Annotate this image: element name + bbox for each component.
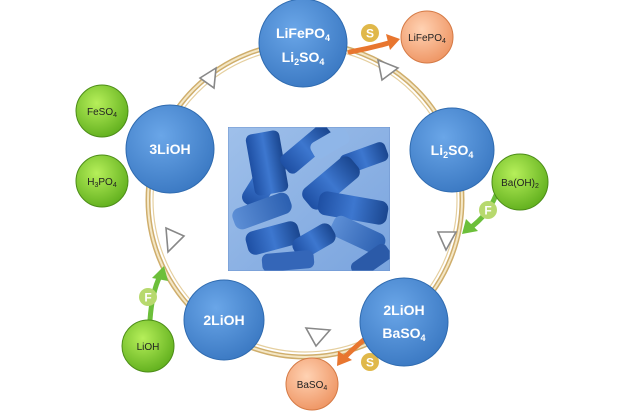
svg-text:2LiOH: 2LiOH: [383, 302, 424, 318]
svg-text:BaSO4: BaSO4: [297, 380, 328, 392]
cycle-arrowhead-icon: [198, 66, 217, 90]
arrow-to-baso4-head: [337, 351, 352, 366]
cycle-node-3lioh: 3LiOH: [125, 104, 215, 194]
arrow-to-lifepo4-head: [386, 34, 400, 50]
svg-text:H3PO4: H3PO4: [87, 177, 117, 189]
svg-text:Ba(OH)2: Ba(OH)2: [501, 178, 539, 190]
svg-text:3LiOH: 3LiOH: [149, 141, 190, 157]
svg-text:FeSO4: FeSO4: [87, 107, 117, 119]
product-node-baso4: BaSO4: [285, 357, 339, 411]
badge-f-right: F: [479, 201, 497, 219]
arrow-from-baoh2-head: [462, 219, 478, 234]
arrow-to-lifepo4: [347, 39, 395, 55]
cycle-node-lifepo4-li2so4: LiFePO4 Li2SO4: [258, 0, 348, 88]
svg-text:2LiOH: 2LiOH: [203, 312, 244, 328]
cycle-arrowheads: [165, 58, 458, 348]
cycle-arrowhead-icon: [436, 231, 458, 252]
svg-text:F: F: [144, 291, 151, 305]
cycle-node-li2so4: Li2SO4: [409, 107, 495, 193]
reagent-node-baoh2: Ba(OH)2: [491, 153, 549, 211]
reagent-node-h3po4: H3PO4: [75, 154, 129, 208]
svg-text:LiFePO4: LiFePO4: [276, 25, 330, 43]
svg-text:LiFePO4: LiFePO4: [408, 33, 446, 45]
svg-text:BaSO4: BaSO4: [382, 325, 425, 343]
badge-f-left: F: [139, 288, 157, 306]
crystal-micrograph: [228, 127, 390, 271]
svg-text:LiOH: LiOH: [137, 342, 160, 353]
arrow-from-lioh-head: [152, 266, 168, 281]
svg-text:S: S: [366, 356, 374, 370]
reagent-node-lioh: LiOH: [121, 319, 175, 373]
cycle-node-2lioh-baso4: 2LiOH BaSO4: [359, 277, 449, 367]
svg-text:Li2SO4: Li2SO4: [282, 49, 325, 67]
cycle-node-2lioh: 2LiOH: [183, 279, 265, 361]
cycle-arrowhead-icon: [165, 226, 186, 254]
cycle-arrowhead-icon: [304, 327, 332, 348]
cycle-arrowhead-icon: [376, 58, 400, 82]
svg-text:S: S: [366, 27, 374, 41]
badge-s-bottom: S: [361, 353, 379, 371]
product-node-lifepo4: LiFePO4: [400, 10, 454, 64]
svg-text:Li2SO4: Li2SO4: [431, 142, 474, 160]
svg-text:F: F: [484, 204, 491, 218]
badge-s-top: S: [361, 24, 379, 42]
reagent-node-feso4: FeSO4: [75, 84, 129, 138]
